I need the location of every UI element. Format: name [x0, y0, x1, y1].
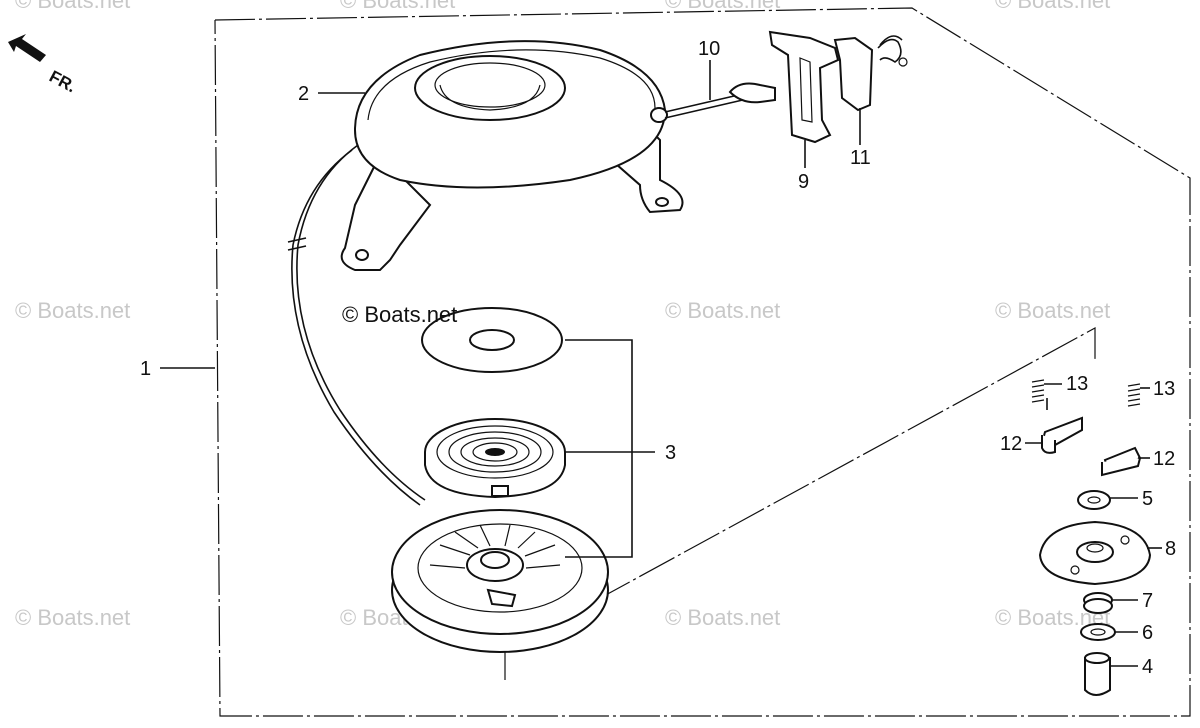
watermark: © Boats.net [340, 0, 455, 13]
washer-5 [1077, 490, 1111, 510]
callout-11: 11 [850, 147, 871, 169]
callout-12-left: 12 [1000, 433, 1022, 455]
watermark: © Boats.net [665, 605, 780, 630]
watermark: © Boats.net [995, 0, 1110, 13]
callout-8: 8 [1165, 538, 1176, 560]
callout-13-left: 13 [1066, 373, 1088, 395]
callout-4: 4 [1142, 656, 1153, 678]
ratchet-pawl-left [1041, 416, 1083, 454]
spring-7 [1083, 592, 1113, 614]
bolt-4 [1084, 652, 1111, 696]
callout-13-right: 13 [1153, 378, 1175, 400]
callout-10: 10 [698, 38, 720, 60]
callout-3: 3 [665, 442, 676, 464]
ratchet-pawl-right [1101, 446, 1142, 477]
spring-cover-plate [421, 307, 563, 373]
grip-insert [833, 35, 908, 112]
starter-cover [340, 40, 684, 271]
callout-12-right: 12 [1153, 448, 1175, 470]
copyright-watermark: © Boats.net [342, 302, 457, 327]
callout-9: 9 [798, 171, 809, 193]
watermark: © Boats.net [15, 605, 130, 630]
watermark: © Boats.net [15, 0, 130, 13]
callout-5: 5 [1142, 488, 1153, 510]
callout-1: 1 [140, 358, 151, 380]
ratchet-guide [1038, 520, 1152, 586]
callouts: 1 2 3 4 5 6 7 8 9 10 11 12 12 13 13 [140, 38, 1176, 678]
watermark: © Boats.net [665, 0, 780, 13]
callout-7: 7 [1142, 590, 1153, 612]
callout-2: 2 [298, 83, 309, 105]
watermark: © Boats.net [15, 298, 130, 323]
washer-6 [1080, 623, 1116, 641]
watermark: © Boats.net [665, 298, 780, 323]
front-arrow-icon [8, 34, 46, 62]
front-direction-indicator: FR. [8, 34, 79, 96]
front-label: FR. [46, 67, 79, 97]
ratchet-spring-right [1127, 383, 1141, 407]
starter-reel [391, 509, 609, 653]
ratchet-spring-left [1031, 379, 1045, 403]
watermark: © Boats.net [995, 298, 1110, 323]
assembly-frame [214, 7, 1191, 717]
leader-lines [160, 60, 1162, 667]
callout-6: 6 [1142, 622, 1153, 644]
watermark-layer: © Boats.net © Boats.net © Boats.net © Bo… [15, 0, 1110, 630]
recoil-spring [424, 418, 566, 499]
starter-grip [728, 30, 840, 144]
